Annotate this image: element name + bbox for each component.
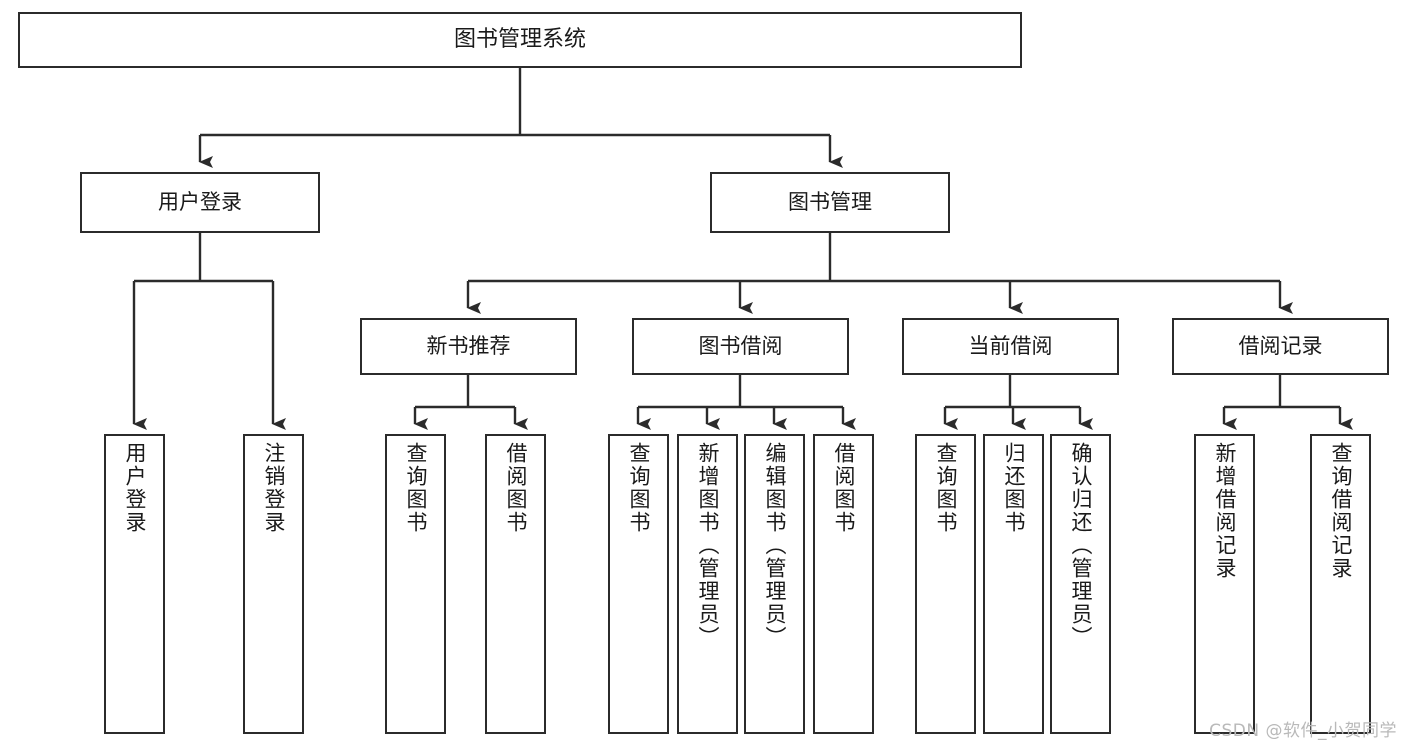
node-book-borrow-label: 图书借阅 <box>698 333 783 358</box>
node-leaf-add-record-label: 新增借阅记录 <box>1213 442 1237 580</box>
node-leaf-query-book-2-label: 查询图书 <box>627 442 651 534</box>
node-leaf-logout[interactable]: 注销登录 <box>243 434 304 734</box>
node-user-login-label: 用户登录 <box>158 189 242 214</box>
csdn-watermark: CSDN @软件_小贺同学 <box>1209 721 1397 741</box>
node-leaf-edit-book[interactable]: 编辑图书（管理员） <box>744 434 805 734</box>
node-book-manage-label: 图书管理 <box>788 189 872 214</box>
node-current-borrow[interactable]: 当前借阅 <box>902 318 1119 375</box>
node-borrow-record-label: 借阅记录 <box>1238 333 1323 358</box>
node-leaf-borrow-book-1[interactable]: 借阅图书 <box>485 434 546 734</box>
node-leaf-query-book-2[interactable]: 查询图书 <box>608 434 669 734</box>
node-new-book-rec-label: 新书推荐 <box>426 333 511 358</box>
node-leaf-edit-book-label: 编辑图书（管理员） <box>763 442 787 649</box>
node-root[interactable]: 图书管理系统 <box>18 12 1022 68</box>
node-leaf-confirm-return[interactable]: 确认归还（管理员） <box>1050 434 1111 734</box>
node-book-borrow[interactable]: 图书借阅 <box>632 318 849 375</box>
node-leaf-add-book[interactable]: 新增图书（管理员） <box>677 434 738 734</box>
node-borrow-record[interactable]: 借阅记录 <box>1172 318 1389 375</box>
node-leaf-query-book-3[interactable]: 查询图书 <box>915 434 976 734</box>
node-current-borrow-label: 当前借阅 <box>968 333 1053 358</box>
node-leaf-query-book-1[interactable]: 查询图书 <box>385 434 446 734</box>
node-leaf-query-book-1-label: 查询图书 <box>404 442 428 534</box>
node-leaf-query-book-3-label: 查询图书 <box>934 442 958 534</box>
node-leaf-return-book[interactable]: 归还图书 <box>983 434 1044 734</box>
node-root-label: 图书管理系统 <box>453 26 586 52</box>
node-leaf-user-login[interactable]: 用户登录 <box>104 434 165 734</box>
node-leaf-borrow-book-2[interactable]: 借阅图书 <box>813 434 874 734</box>
node-leaf-query-record-label: 查询借阅记录 <box>1329 442 1353 580</box>
node-leaf-borrow-book-1-label: 借阅图书 <box>504 442 528 534</box>
node-leaf-borrow-book-2-label: 借阅图书 <box>832 442 856 534</box>
node-leaf-user-login-label: 用户登录 <box>123 442 147 534</box>
node-new-book-rec[interactable]: 新书推荐 <box>360 318 577 375</box>
node-leaf-return-book-label: 归还图书 <box>1002 442 1026 534</box>
node-leaf-add-record[interactable]: 新增借阅记录 <box>1194 434 1255 734</box>
node-user-login[interactable]: 用户登录 <box>80 172 320 233</box>
node-leaf-query-record[interactable]: 查询借阅记录 <box>1310 434 1371 734</box>
node-book-manage[interactable]: 图书管理 <box>710 172 950 233</box>
node-leaf-confirm-return-label: 确认归还（管理员） <box>1069 442 1093 649</box>
node-leaf-add-book-label: 新增图书（管理员） <box>696 442 720 649</box>
node-leaf-logout-label: 注销登录 <box>262 442 286 534</box>
